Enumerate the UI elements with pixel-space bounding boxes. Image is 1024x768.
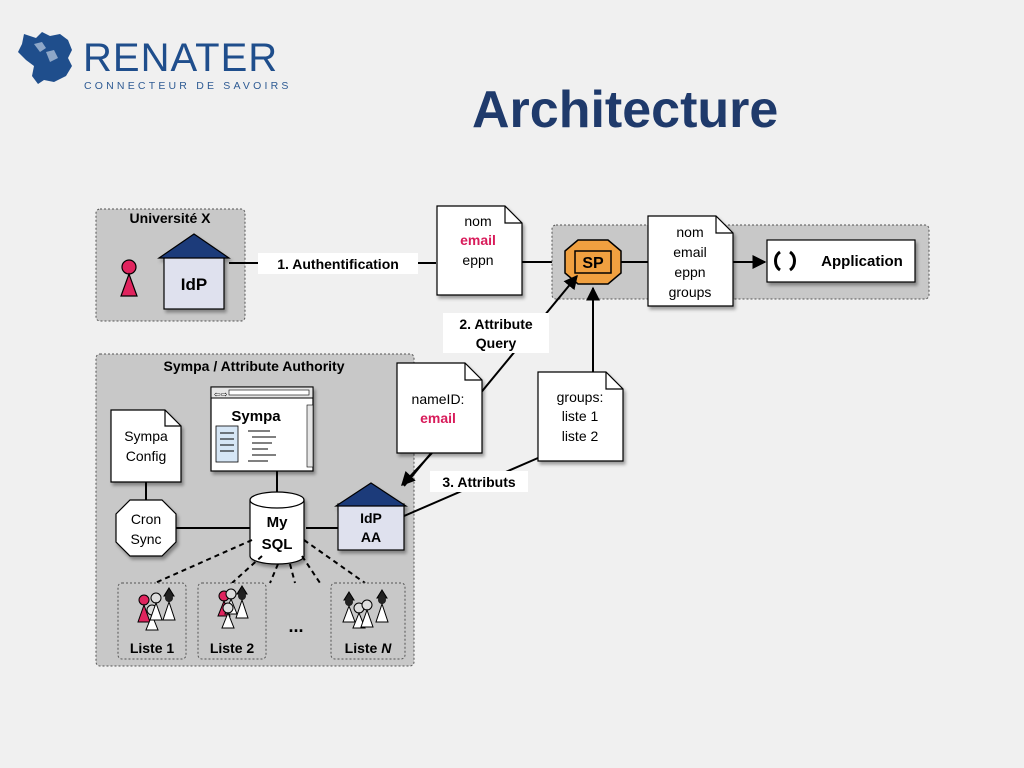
france-map-logo-icon: [18, 32, 72, 84]
mysql-line1: My: [267, 514, 288, 531]
idp-label: IdP: [181, 275, 207, 294]
user-icon: [120, 259, 138, 297]
nameid-line1: nameID:: [412, 391, 465, 407]
cron-sync-node: [115, 499, 177, 557]
more-lists-ellipsis: ...: [288, 616, 303, 636]
doc1-line-eppn: eppn: [462, 252, 493, 268]
idp-house: [157, 233, 231, 310]
doc1-line-nom: nom: [464, 213, 491, 229]
liste-n-group: Liste N: [330, 582, 406, 660]
app-logo-icon: [774, 250, 796, 272]
groups-line3: liste 2: [562, 428, 599, 444]
liste-1-group: Liste 1: [117, 582, 187, 660]
sp-label: SP: [582, 255, 604, 272]
people-icon: [342, 589, 389, 629]
auth-label: 1. Authentification: [277, 256, 399, 272]
logo-wordmark: RENATER: [83, 36, 279, 80]
idp-aa-line1: IdP: [360, 510, 382, 526]
sympa-config-line2: Config: [126, 448, 166, 464]
list-connectors: [154, 539, 366, 584]
sympa-config-line1: Sympa: [124, 428, 168, 444]
doc2-line-eppn: eppn: [674, 264, 705, 280]
mysql-database: [249, 491, 305, 565]
people-icon: [217, 585, 249, 629]
idp-aa-house: [333, 482, 409, 551]
application-label: Application: [821, 253, 903, 270]
liste-n-label: Liste N: [345, 640, 393, 656]
attributs-label: 3. Attributs: [442, 474, 516, 490]
sympa-window: ⇦⇨: [210, 386, 314, 472]
page-title: Architecture: [472, 81, 779, 139]
document-attributes-1: [436, 205, 523, 296]
cron-sync-line2: Sync: [130, 531, 161, 547]
sympa-window-title: Sympa: [231, 408, 281, 425]
groups-line2: liste 1: [562, 408, 599, 424]
document-nameid: [396, 362, 483, 454]
doc2-line-groups: groups: [669, 284, 712, 300]
sp-node: [564, 239, 622, 285]
mysql-line2: SQL: [262, 536, 293, 553]
liste-2-group: Liste 2: [197, 582, 267, 660]
document-groups: [537, 371, 624, 462]
sympa-config-doc: [110, 409, 182, 483]
groups-line1: groups:: [557, 389, 604, 405]
idp-aa-line2: AA: [361, 529, 381, 545]
universite-label: Université X: [130, 210, 212, 226]
svg-text:⇦⇨: ⇦⇨: [214, 390, 228, 399]
attr-query-line2: Query: [476, 335, 517, 351]
logo-tagline: CONNECTEUR DE SAVOIRS: [84, 80, 292, 92]
nameid-line2: email: [420, 410, 456, 426]
doc1-line-email: email: [460, 232, 496, 248]
document-attributes-2: [647, 215, 734, 307]
doc2-line-email: email: [673, 244, 706, 260]
liste-1-label: Liste 1: [130, 640, 175, 656]
universite-group: Université X IdP: [95, 208, 246, 322]
liste-2-label: Liste 2: [210, 640, 255, 656]
cron-sync-line1: Cron: [131, 511, 161, 527]
people-icon: [137, 587, 176, 631]
sympa-aa-label: Sympa / Attribute Authority: [164, 358, 345, 374]
application-box: [766, 239, 916, 283]
doc2-line-nom: nom: [676, 224, 703, 240]
attr-query-line1: 2. Attribute: [459, 316, 533, 332]
